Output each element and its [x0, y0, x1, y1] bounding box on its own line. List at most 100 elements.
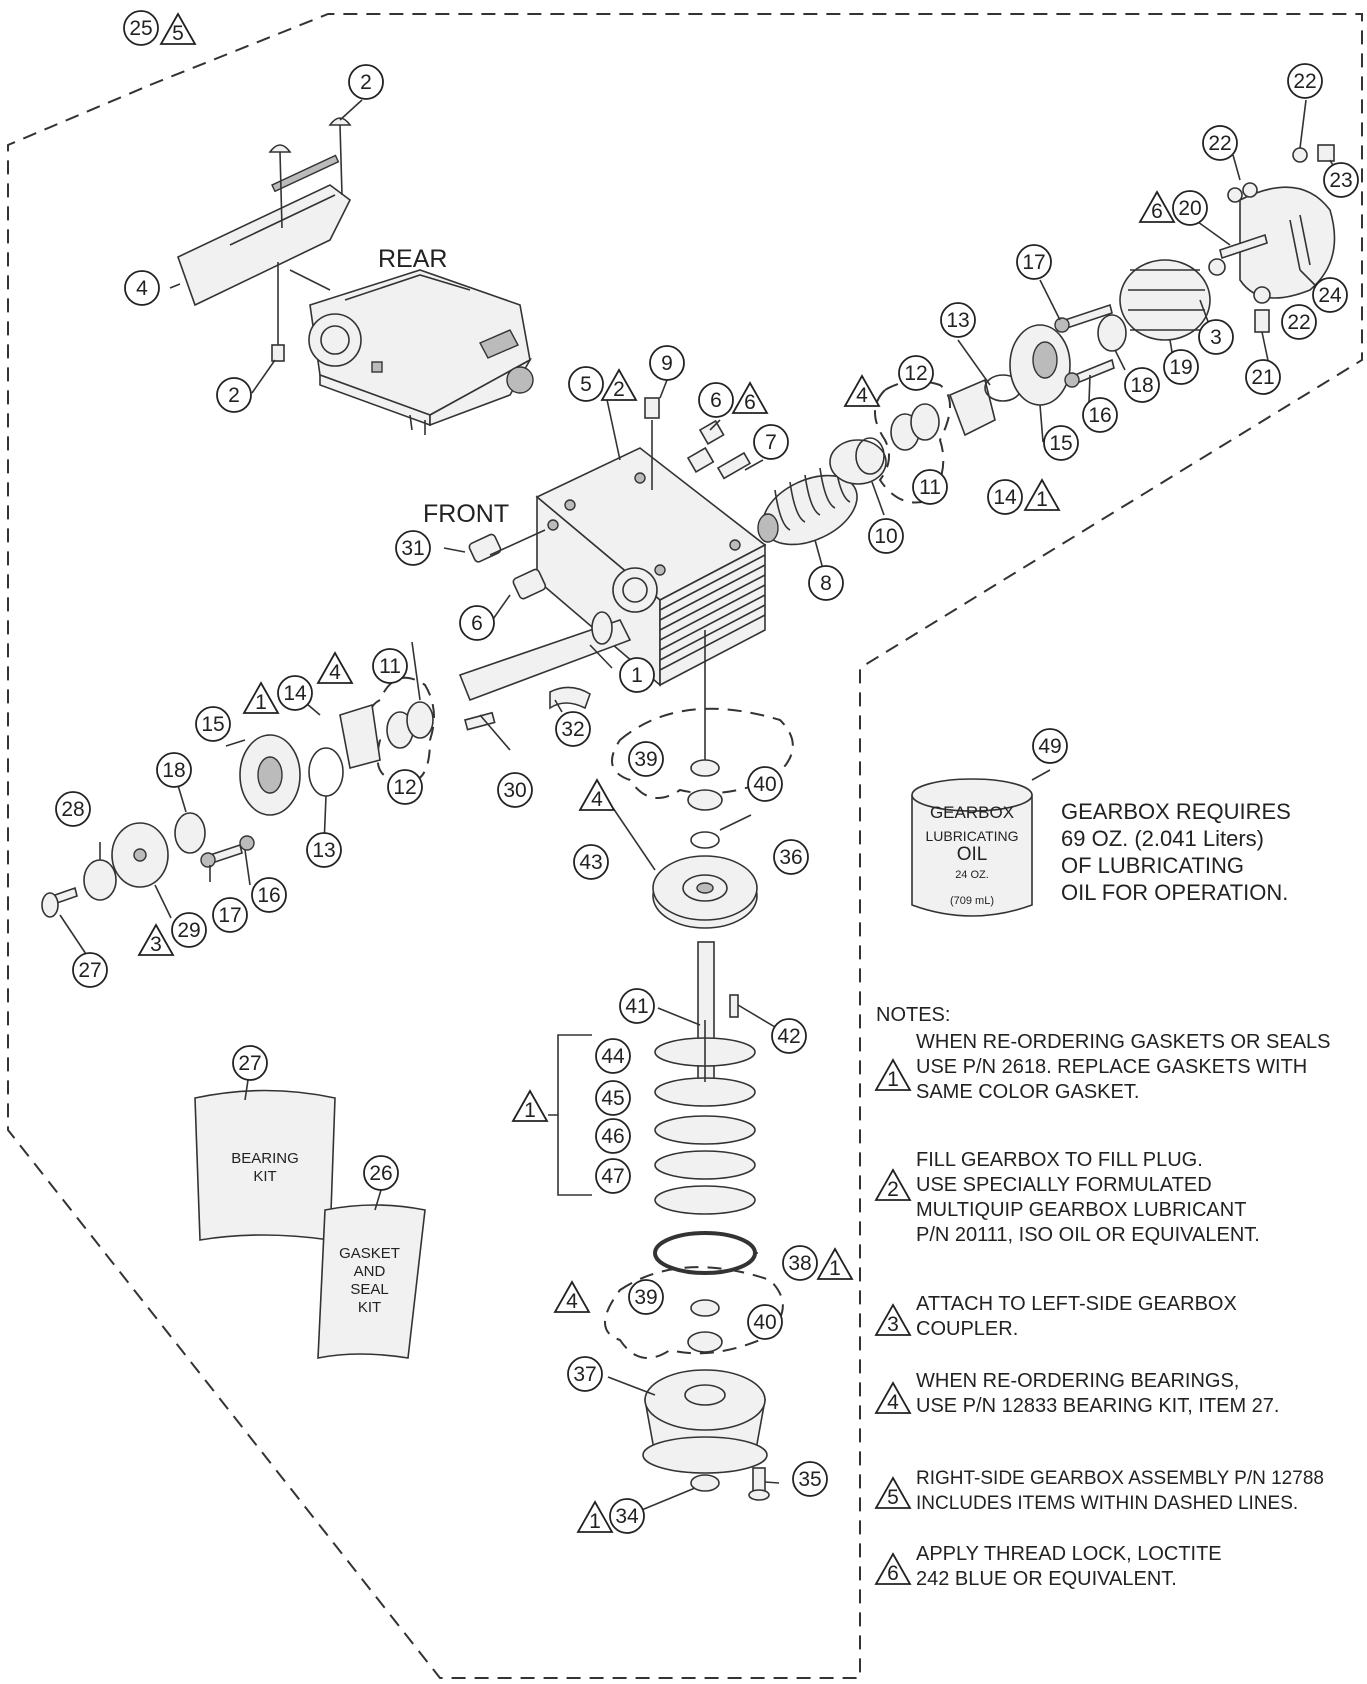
svg-text:6: 6: [710, 389, 722, 412]
svg-text:4: 4: [329, 661, 341, 684]
svg-text:12: 12: [393, 776, 416, 799]
svg-text:11: 11: [919, 476, 941, 499]
bearing-kit-label: BEARING KIT: [200, 1150, 330, 1186]
svg-text:15: 15: [1049, 432, 1072, 455]
svg-text:28: 28: [61, 798, 84, 821]
note-4: WHEN RE-ORDERING BEARINGS, USE P/N 12833…: [916, 1369, 1279, 1419]
svg-text:19: 19: [1169, 356, 1192, 379]
flag-1-seal: 1: [576, 1500, 614, 1533]
svg-text:10: 10: [874, 525, 897, 548]
svg-text:6: 6: [887, 1562, 899, 1585]
bottom-cover-part: [642, 1369, 768, 1474]
rear-label: REAR: [378, 245, 447, 273]
svg-text:5: 5: [887, 1486, 899, 1509]
callout-42: 42: [771, 1018, 807, 1054]
callout-6b: 6: [459, 605, 495, 641]
callout-40b: 40: [747, 1304, 783, 1340]
svg-text:17: 17: [218, 904, 241, 927]
svg-text:42: 42: [777, 1025, 800, 1048]
svg-text:7: 7: [765, 431, 777, 454]
callout-15b: 15: [195, 706, 231, 742]
callout-38: 38: [782, 1245, 818, 1281]
note-1: WHEN RE-ORDERING GASKETS OR SEALS USE P/…: [916, 1030, 1331, 1105]
callout-10: 10: [868, 518, 904, 554]
note-2-line4: P/N 20111, ISO OIL OR EQUIVALENT.: [916, 1224, 1260, 1246]
svg-text:47: 47: [601, 1165, 624, 1188]
svg-text:24: 24: [1318, 284, 1342, 307]
input-shaft-part: [458, 611, 632, 702]
callout-14a: 14: [987, 479, 1023, 515]
svg-text:14: 14: [283, 682, 307, 705]
svg-text:2: 2: [228, 384, 240, 407]
svg-text:18: 18: [162, 759, 185, 782]
gearbox-requirement: GEARBOX REQUIRES 69 OZ. (2.041 Liters) O…: [1061, 798, 1291, 906]
svg-text:3: 3: [150, 933, 162, 956]
svg-text:1: 1: [589, 1510, 601, 1533]
svg-text:1: 1: [1036, 488, 1048, 511]
svg-text:1: 1: [829, 1257, 841, 1280]
svg-text:16: 16: [257, 884, 280, 907]
callout-3a: 3: [1198, 319, 1234, 355]
svg-text:12: 12: [904, 362, 927, 385]
svg-text:45: 45: [601, 1087, 624, 1110]
note-3: ATTACH TO LEFT-SIDE GEARBOX COUPLER.: [916, 1292, 1237, 1342]
svg-text:35: 35: [798, 1468, 821, 1491]
gear-req-line3: OF LUBRICATING: [1061, 853, 1244, 878]
note-1-line3: SAME COLOR GASKET.: [916, 1081, 1140, 1103]
svg-text:2: 2: [360, 71, 372, 94]
spur-gear-part: [652, 855, 758, 929]
svg-text:5: 5: [172, 22, 184, 45]
oil-can-line4: 24 OZ.: [955, 869, 989, 881]
svg-text:3: 3: [887, 1313, 899, 1336]
svg-text:4: 4: [856, 384, 868, 407]
callout-12b: 12: [387, 769, 423, 805]
flag-3-left: 3: [137, 923, 175, 956]
callout-22b: 22: [1202, 125, 1238, 161]
oil-can-line3: OIL: [956, 844, 988, 865]
callout-18a: 18: [1124, 367, 1160, 403]
note-flag-6: 6: [874, 1552, 912, 1585]
worm-gear-part: [757, 461, 858, 546]
callout-24: 24: [1312, 277, 1348, 313]
note-2-line3: MULTIQUIP GEARBOX LUBRICANT: [916, 1199, 1247, 1221]
svg-text:9: 9: [661, 352, 673, 375]
callout-25: 25: [123, 10, 159, 46]
svg-text:20: 20: [1178, 197, 1201, 220]
callout-49: 49: [1032, 728, 1068, 764]
callout-22c: 22: [1281, 304, 1317, 340]
callout-14b: 14: [277, 675, 313, 711]
svg-text:23: 23: [1329, 169, 1352, 192]
gasket-kit-bag: [317, 1204, 426, 1359]
svg-text:13: 13: [946, 309, 969, 332]
callout-2b: 2: [216, 377, 252, 413]
callout-39a: 39: [628, 741, 664, 777]
flag-4-bottom: 4: [553, 1280, 591, 1313]
gear-req-line1: GEARBOX REQUIRES: [1061, 799, 1291, 824]
callout-45: 45: [595, 1080, 631, 1116]
callout-17a: 17: [1016, 244, 1052, 280]
svg-text:14: 14: [993, 486, 1017, 509]
svg-text:37: 37: [573, 1363, 596, 1386]
callout-16a: 16: [1082, 397, 1118, 433]
callout-36: 36: [773, 839, 809, 875]
callout-16b: 16: [251, 877, 287, 913]
callout-32: 31: [395, 530, 431, 566]
svg-text:4: 4: [136, 277, 148, 300]
svg-text:2: 2: [887, 1178, 899, 1201]
svg-text:32: 32: [561, 718, 584, 741]
svg-text:44: 44: [601, 1045, 625, 1068]
note-1-line1: WHEN RE-ORDERING GASKETS OR SEALS: [916, 1031, 1331, 1053]
callout-30: 29: [171, 912, 207, 948]
svg-text:15: 15: [201, 713, 224, 736]
svg-text:30: 30: [503, 779, 526, 802]
svg-text:5: 5: [580, 373, 592, 396]
oil-can-line2: LUBRICATING: [925, 828, 1019, 844]
oil-can-part: [911, 778, 1033, 917]
callout-9: 9: [649, 345, 685, 381]
callout-44: 44: [595, 1038, 631, 1074]
note-4-line1: WHEN RE-ORDERING BEARINGS,: [916, 1370, 1240, 1392]
callout-33: 32: [555, 711, 591, 747]
svg-text:43: 43: [579, 851, 602, 874]
callout-29: 28: [55, 791, 91, 827]
svg-text:3: 3: [1210, 326, 1222, 349]
